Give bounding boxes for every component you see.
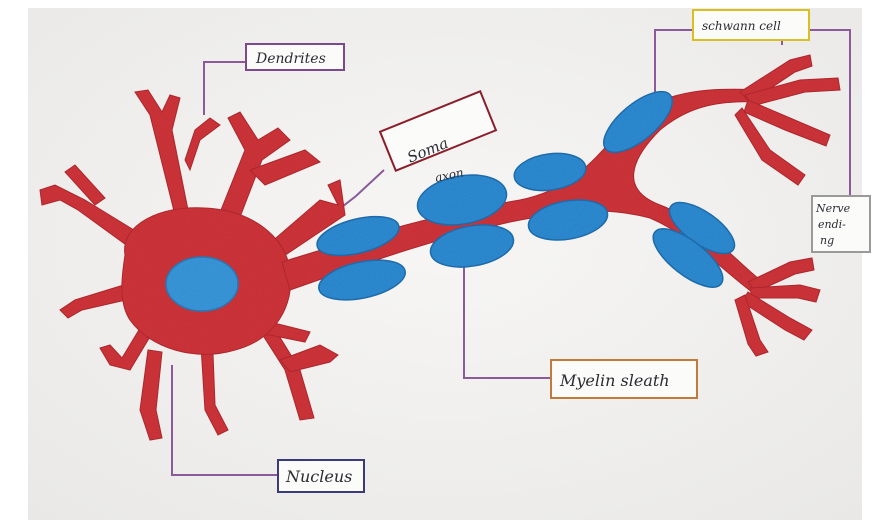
label-dendrites: Dendrites	[255, 51, 326, 67]
label-nerve-ending-line3: ng	[820, 234, 834, 247]
nucleus	[166, 257, 238, 311]
label-myelin-sheath: Myelin sleath	[559, 371, 670, 390]
label-schwann-cell: schwann cell	[702, 19, 781, 33]
label-nerve-ending-line2: endi-	[818, 218, 846, 231]
label-nerve-ending-line1: Nerve	[815, 202, 851, 215]
label-nucleus: Nucleus	[285, 467, 352, 486]
